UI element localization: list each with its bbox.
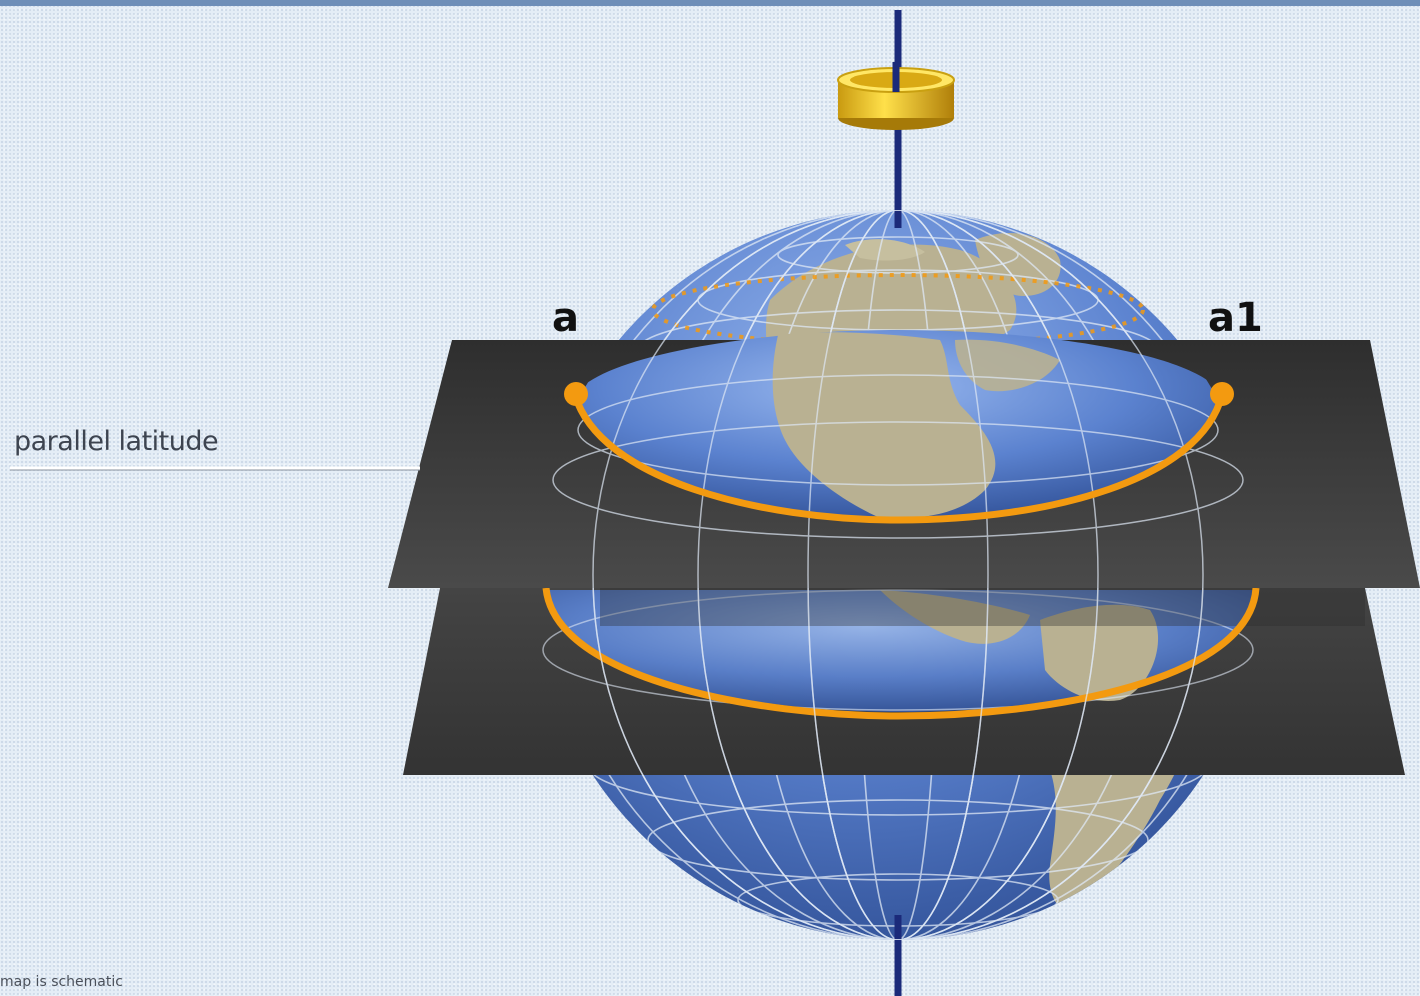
point-a1-label: a1 <box>1208 295 1263 341</box>
schematic-note: map is schematic <box>0 974 123 990</box>
greenland-landmass <box>975 232 1061 296</box>
lower-parallel-circle <box>542 587 1260 720</box>
upper-parallel-circle <box>571 394 1226 524</box>
axis-collar-icon <box>837 62 955 130</box>
arctic-islands-landmass <box>845 239 925 261</box>
top-border <box>0 0 1420 6</box>
point-a-label: a <box>552 295 579 341</box>
lower-plane-shadow <box>600 588 1365 626</box>
parallel-latitude-label: parallel latitude <box>14 426 219 457</box>
dotted-parallel-upper <box>651 273 1145 347</box>
point-a-marker <box>564 382 588 406</box>
point-a1-marker <box>1210 382 1234 406</box>
